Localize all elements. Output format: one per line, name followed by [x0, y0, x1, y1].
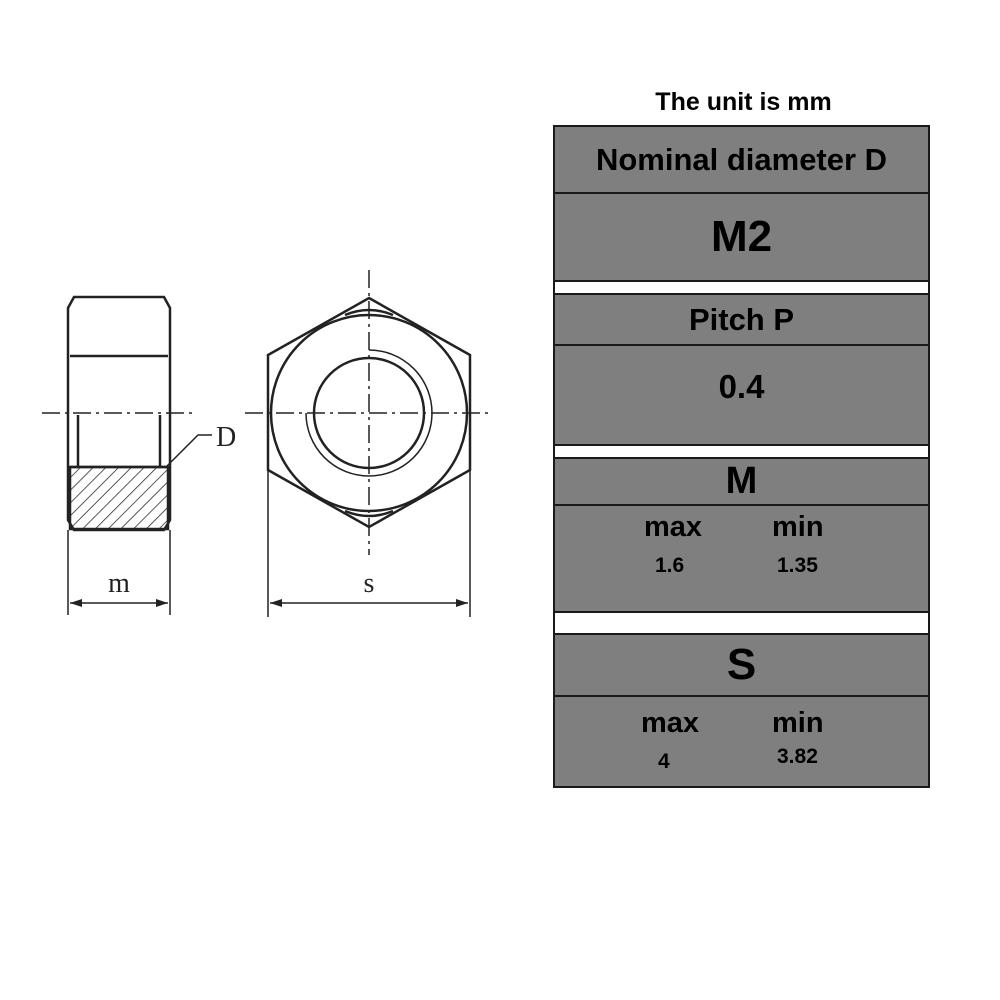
thread-circle [305, 349, 433, 477]
m-label: m [108, 568, 130, 599]
unit-note: The unit is mm [655, 88, 832, 116]
m-max-label: max [644, 511, 703, 543]
m-max-value: 1.6 [655, 554, 685, 577]
m-dimension [67, 530, 171, 615]
s-label: s [364, 568, 375, 599]
row-separator [555, 444, 928, 459]
s-dimension [267, 470, 471, 617]
pitch-header: Pitch P [555, 295, 928, 346]
s-range: max min 4 3.82 [555, 697, 928, 786]
s-header: S [555, 635, 928, 697]
m-min-label: min [772, 511, 824, 543]
m-header: M [555, 459, 928, 506]
spec-table: Nominal diameter D M2 Pitch P 0.4 M max … [553, 125, 930, 788]
side-view [66, 295, 172, 532]
row-separator [555, 611, 928, 635]
pitch-value: 0.4 [555, 346, 928, 444]
m-range: max min 1.6 1.35 [555, 506, 928, 611]
row-separator [555, 280, 928, 295]
nominal-diameter-value: M2 [555, 194, 928, 280]
s-min-label: min [772, 707, 824, 739]
hex-nut-drawing: D m s [42, 270, 492, 617]
d-label: D [216, 422, 236, 453]
nominal-diameter-header: Nominal diameter D [555, 127, 928, 194]
s-max-value: 4 [658, 750, 670, 773]
s-min-value: 3.82 [777, 745, 818, 768]
d-leader-line [164, 434, 212, 469]
s-max-label: max [641, 707, 700, 739]
m-min-value: 1.35 [777, 554, 818, 577]
